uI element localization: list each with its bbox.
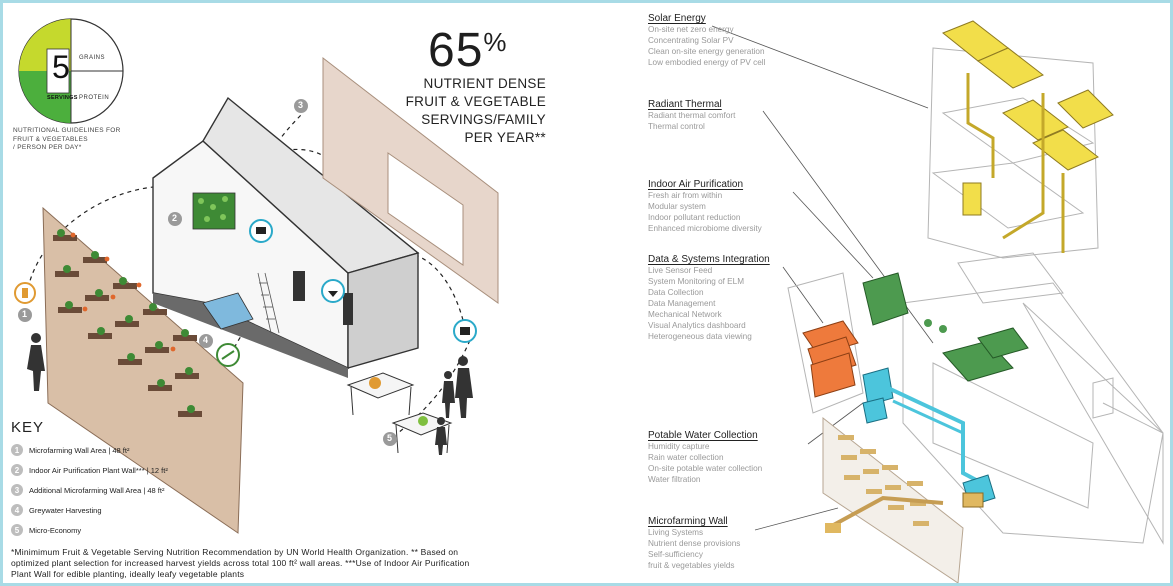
- section-radiant-thermal: Radiant Thermal Radiant thermal comfort …: [648, 99, 735, 132]
- section-item: Data Collection: [648, 288, 704, 297]
- section-item: Water filtration: [648, 475, 701, 484]
- section-item: Live Sensor Feed: [648, 266, 713, 275]
- servings-label: SERVINGS: [47, 95, 78, 101]
- leader-lines: [711, 25, 934, 531]
- key-number: 3: [11, 484, 23, 496]
- section-item: Rain water collection: [648, 453, 724, 462]
- section-item: Modular system: [648, 202, 706, 211]
- market-table: [346, 372, 453, 454]
- section-item: Visual Analytics dashboard: [648, 321, 746, 330]
- section-heading: Data & Systems Integration: [648, 254, 770, 265]
- key-number: 5: [11, 524, 23, 536]
- microfarming-wall-left: [42, 206, 244, 534]
- right-illustration: [711, 20, 1164, 583]
- section-item: System Monitoring of ELM: [648, 277, 745, 286]
- section-item: fruit & vegetables yields: [648, 561, 735, 570]
- protein-label: PROTEIN: [79, 95, 110, 101]
- key-text: Indoor Air Purification Plant Wall*** | …: [29, 465, 168, 475]
- section-item: Nutrient dense provisions: [648, 539, 741, 548]
- water-system: [862, 367, 996, 508]
- section-item: Heterogeneous data viewing: [648, 332, 752, 341]
- section-indoor-air-purification: Indoor Air Purification Fresh air from w…: [648, 179, 762, 234]
- section-heading: Potable Water Collection: [648, 430, 758, 441]
- key-item: 2 Indoor Air Purification Plant Wall*** …: [11, 464, 168, 476]
- key-text: Additional Microfarming Wall Area | 48 f…: [29, 485, 165, 495]
- icon-markers: [14, 219, 477, 367]
- key-item: 5 Micro-Economy: [11, 524, 81, 536]
- section-item: Fresh air from within: [648, 191, 723, 200]
- grains-label: GRAINS: [79, 55, 106, 61]
- section-solar-energy: Solar Energy On-site net zero energy Con…: [648, 13, 765, 68]
- microfarming-wall-right: [822, 416, 964, 583]
- solar-panels: [942, 20, 1114, 171]
- section-heading: Radiant Thermal: [648, 99, 722, 110]
- key-item: 3 Additional Microfarming Wall Area | 48…: [11, 484, 164, 496]
- key-number: 2: [11, 464, 23, 476]
- key-item: 4 Greywater Harvesting: [11, 504, 102, 516]
- left-illustration: [14, 18, 499, 534]
- key-number: 1: [11, 444, 23, 456]
- data-shelf-unit: [802, 320, 859, 398]
- section-item: Clean on-site energy generation: [648, 47, 765, 56]
- panel-3-wall: [322, 56, 499, 304]
- key-text: Microfarming Wall Area | 48 ft²: [29, 445, 130, 455]
- marker-2: 2: [172, 213, 178, 223]
- section-data-systems-integration: Data & Systems Integration Live Sensor F…: [648, 254, 770, 342]
- section-heading: Indoor Air Purification: [648, 179, 744, 190]
- section-item: Mechanical Network: [648, 310, 722, 319]
- section-item: Enhanced microbiome diversity: [648, 224, 762, 233]
- section-item: Data Management: [648, 299, 716, 308]
- section-item: Humidity capture: [648, 442, 710, 451]
- key-item: 1 Microfarming Wall Area | 48 ft²: [11, 444, 129, 456]
- key-title: KEY: [11, 419, 45, 436]
- nutrition-circle-graphic: [18, 18, 124, 124]
- footnote: *Minimimum Fruit & Vegetable Serving Nut…: [11, 547, 470, 579]
- section-microfarming-wall: Microfarming Wall Living Systems Nutrien…: [648, 516, 740, 571]
- marker-3: 3: [298, 100, 304, 110]
- marker-1: 1: [22, 309, 28, 319]
- guideline-text: NUTRITIONAL GUIDELINES FOR FRUIT & VEGET…: [13, 127, 121, 151]
- people-right: [435, 356, 473, 455]
- section-item: Low embodied energy of PV cell: [648, 58, 766, 67]
- section-item: Radiant thermal comfort: [648, 111, 736, 120]
- key-text: Greywater Harvesting: [29, 505, 102, 515]
- house-illustration: [152, 96, 420, 378]
- section-item: On-site net zero energy: [648, 25, 734, 34]
- number-markers: [18, 99, 397, 446]
- section-item: Indoor pollutant reduction: [648, 213, 741, 222]
- marker-5: 5: [387, 433, 393, 443]
- key-number: 4: [11, 504, 23, 516]
- section-item: Self-sufficiency: [648, 550, 703, 559]
- building-outline: [787, 47, 1164, 545]
- solar-conduit: [962, 73, 1065, 253]
- section-item: On-site potable water collection: [648, 464, 763, 473]
- air-purification-unit: [862, 272, 1029, 382]
- section-heading: Solar Energy: [648, 13, 706, 24]
- headline-text: NUTRIENT DENSE FRUIT & VEGETABLE SERVING…: [405, 76, 546, 145]
- key-text: Micro-Economy: [29, 525, 82, 535]
- marker-4: 4: [203, 335, 209, 345]
- section-potable-water-collection: Potable Water Collection Humidity captur…: [648, 430, 762, 485]
- section-item: Thermal control: [648, 122, 705, 131]
- headline-percent: 65%: [428, 24, 508, 77]
- section-item: Concentrating Solar PV: [648, 36, 734, 45]
- servings-number: 5: [52, 49, 70, 85]
- person-left: [27, 333, 45, 391]
- section-heading: Microfarming Wall: [648, 516, 728, 527]
- section-item: Living Systems: [648, 528, 704, 537]
